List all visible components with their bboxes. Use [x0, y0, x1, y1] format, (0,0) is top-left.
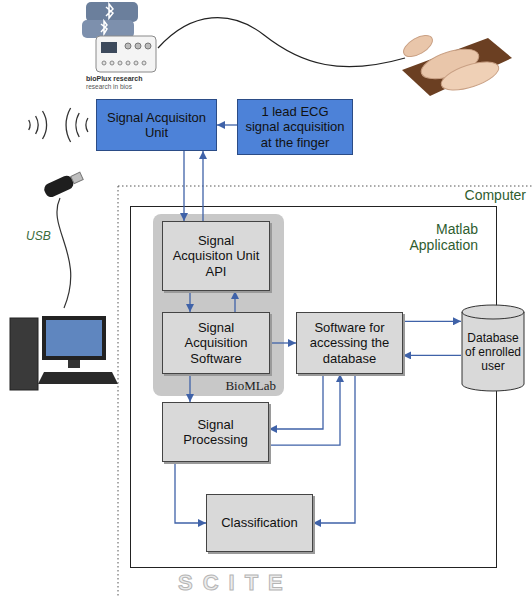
library-panel: BioMLab Signal Acquisiton Unit API Signal …	[153, 214, 284, 396]
keyboard	[38, 372, 118, 384]
device-knob	[145, 43, 151, 49]
device-body	[96, 36, 156, 72]
node-text: 1 lead ECG signal acquisition at the fin…	[243, 104, 347, 150]
computer-boundary	[118, 186, 532, 187]
device-tagline-text: research in bios	[86, 83, 132, 90]
bluetooth-icon	[82, 20, 134, 38]
device-brand-text: bioPlux research	[86, 75, 142, 83]
node-text: Signal Acquisiton Unit API	[168, 233, 264, 279]
monitor	[42, 316, 106, 360]
bluetooth-icon	[86, 2, 138, 22]
electrode-wire	[158, 18, 405, 67]
region-label-text: Computer	[465, 188, 526, 203]
flow-arrow	[202, 151, 203, 221]
process-box: Signal Acquisiton Unit	[96, 99, 217, 151]
flow-arrow	[313, 374, 355, 523]
device-port	[118, 61, 122, 65]
wrist	[400, 31, 436, 61]
wireless-wave	[86, 118, 88, 132]
cable-label-text: USB	[26, 230, 51, 243]
device-tagline: research in bios	[86, 83, 132, 90]
node-text: BioMLab	[225, 378, 276, 394]
node-text: Matlab Application	[388, 221, 478, 253]
usb-cable	[57, 198, 71, 308]
node-text: Database of enrolled user	[463, 332, 523, 373]
wireless-wave	[76, 113, 79, 137]
dongle-body	[42, 174, 75, 199]
device-port	[102, 61, 106, 65]
wireless-wave	[43, 111, 47, 139]
process-box: Signal Acquisiton Unit API	[162, 221, 270, 291]
dongle-plug	[71, 172, 83, 183]
cylinder-rim	[462, 312, 524, 319]
wireless-wave	[36, 116, 38, 134]
device-screen	[101, 42, 117, 53]
process-box: 1 lead ECG signal acquisition at the fin…	[237, 99, 353, 155]
device-brand: bioPlux research	[86, 75, 142, 83]
usb-dongle	[42, 169, 84, 199]
process-box: Classification	[206, 494, 313, 552]
watermark: SCITE	[178, 572, 293, 594]
device-port	[142, 61, 146, 65]
flow-arrow	[403, 321, 461, 322]
device-knob	[125, 43, 131, 49]
flow-arrow	[403, 355, 461, 356]
region-label: Computer	[465, 188, 526, 203]
cylinder-body	[462, 305, 524, 391]
computer-tower	[10, 318, 38, 390]
computer-boundary	[118, 186, 119, 597]
node-text: Signal Acquisition Software	[168, 320, 264, 366]
application-frame: Matlab ApplicationBioMLab Signal Acquisit…	[130, 206, 497, 568]
node-text: Signal Processing	[168, 417, 263, 448]
bluetooth-symbol	[101, 21, 107, 34]
process-box: Software for accessing the database	[296, 312, 403, 374]
monitor-stand	[68, 360, 80, 368]
process-box: Signal Processing	[162, 402, 269, 462]
device-knob	[135, 43, 141, 49]
flow-arrow	[217, 124, 237, 125]
process-box: Signal Acquisition Software	[162, 312, 270, 374]
watermark-text: SCITE	[178, 572, 293, 594]
device-port	[110, 61, 114, 65]
node-text: Signal Acquisiton Unit	[102, 110, 211, 141]
wireless-wave	[29, 120, 30, 130]
hand	[438, 56, 502, 95]
flow-arrow	[175, 462, 206, 523]
cable-label: USB	[26, 230, 51, 243]
flow-arrow	[183, 151, 184, 221]
bluetooth-symbol	[106, 4, 113, 18]
database-cylinder: Database of enrolled user	[461, 304, 525, 392]
node-text: Software for accessing the database	[302, 320, 397, 366]
device-port	[126, 61, 130, 65]
device-port	[134, 61, 138, 65]
node-text: Classification	[221, 515, 298, 530]
wireless-wave	[66, 108, 71, 142]
monitor-screen	[46, 320, 102, 356]
